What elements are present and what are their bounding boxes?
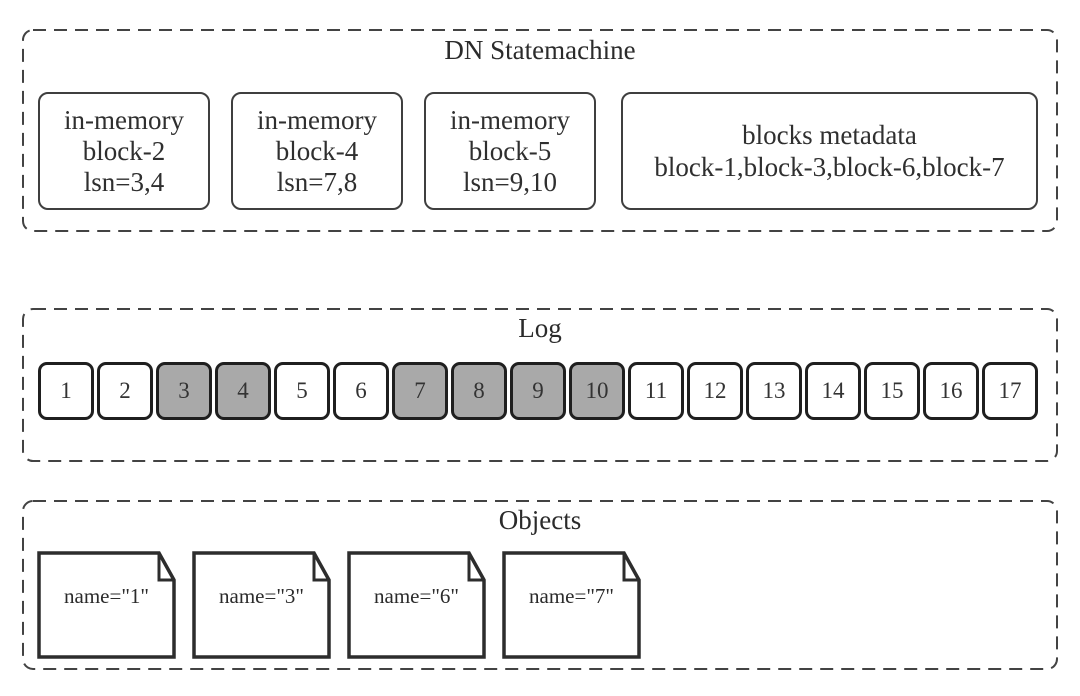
- log-cell: 12: [687, 362, 743, 420]
- log-cell: 10: [569, 362, 625, 420]
- object-document: name="3": [192, 551, 331, 659]
- log-cell: 2: [97, 362, 153, 420]
- metadata-line: blocks metadata: [742, 120, 917, 150]
- log-cell: 9: [510, 362, 566, 420]
- log-cell: 6: [333, 362, 389, 420]
- document-icon: [347, 551, 486, 659]
- memory-block-line: block-4: [275, 135, 359, 166]
- object-document: name="6": [347, 551, 486, 659]
- log-title: Log: [518, 313, 562, 343]
- memory-block-line: block-2: [82, 135, 166, 166]
- objects-row: name="1" name="3" name="6" name="7": [37, 551, 641, 659]
- document-icon: [502, 551, 641, 659]
- log-cell: 14: [805, 362, 861, 420]
- document-label: name="1": [64, 584, 149, 608]
- log-cell: 7: [392, 362, 448, 420]
- log-cell: 17: [982, 362, 1038, 420]
- memory-block-line: block-5: [468, 135, 552, 166]
- memory-block-line: in-memory: [257, 104, 377, 135]
- memory-block-line: lsn=3,4: [83, 166, 165, 197]
- log-cell: 4: [215, 362, 271, 420]
- document-label: name="3": [219, 584, 304, 608]
- document-icon: [192, 551, 331, 659]
- memory-block-line: lsn=9,10: [463, 166, 557, 197]
- log-cell: 1: [38, 362, 94, 420]
- objects-section: Objects name="1" name="3" name="6" name="7": [22, 500, 1058, 670]
- dn-statemachine-title: DN Statemachine: [444, 35, 636, 65]
- memory-block-line: in-memory: [64, 104, 184, 135]
- log-cell: 3: [156, 362, 212, 420]
- memory-block-line: lsn=7,8: [276, 166, 358, 197]
- objects-title: Objects: [498, 505, 582, 535]
- log-cell: 15: [864, 362, 920, 420]
- metadata-line: block-1,block-3,block-6,block-7: [654, 152, 1005, 182]
- object-document: name="7": [502, 551, 641, 659]
- object-document: name="1": [37, 551, 176, 659]
- document-label: name="7": [529, 584, 614, 608]
- log-cell: 8: [451, 362, 507, 420]
- document-icon: [37, 551, 176, 659]
- log-cell: 13: [746, 362, 802, 420]
- document-label: name="6": [374, 584, 459, 608]
- memory-block-line: in-memory: [450, 104, 570, 135]
- log-cell: 11: [628, 362, 684, 420]
- log-cell: 16: [923, 362, 979, 420]
- log-cell: 5: [274, 362, 330, 420]
